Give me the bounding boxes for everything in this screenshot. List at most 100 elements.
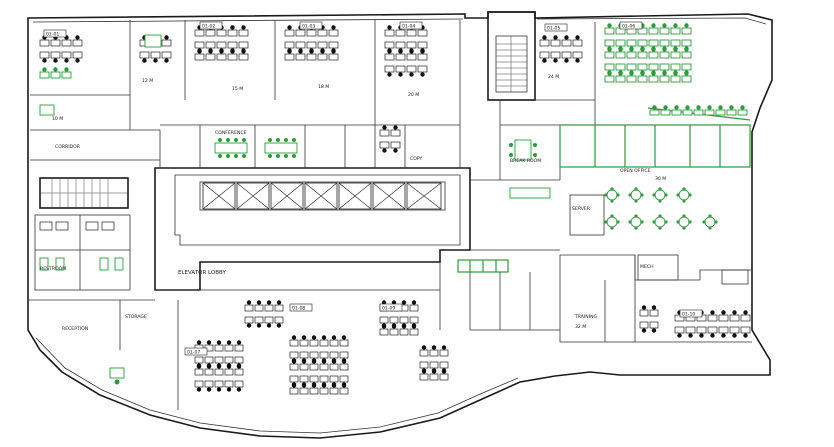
- break-area-tables: [509, 187, 718, 230]
- chair: [321, 383, 327, 388]
- chair: [206, 340, 212, 345]
- desk: [224, 356, 234, 364]
- desk: [379, 141, 390, 149]
- desk: [339, 351, 349, 359]
- chair: [398, 49, 403, 54]
- desk: [615, 63, 626, 71]
- round-table: [654, 189, 666, 201]
- chair: [391, 300, 397, 305]
- chair: [197, 49, 202, 54]
- desk: [659, 39, 670, 47]
- desk: [284, 53, 295, 61]
- chair: [721, 333, 726, 338]
- chair: [331, 383, 337, 388]
- chair: [230, 25, 235, 30]
- chair: [401, 324, 407, 329]
- chair: [628, 220, 632, 224]
- desk: [604, 27, 615, 35]
- chair: [729, 105, 734, 110]
- desk: [649, 321, 659, 329]
- desk: [439, 361, 449, 369]
- chair: [708, 214, 712, 218]
- desk: [205, 29, 216, 37]
- desk: [339, 375, 349, 383]
- desk: [216, 53, 227, 61]
- chair: [291, 383, 297, 388]
- chair: [676, 220, 680, 224]
- desk: [339, 387, 349, 395]
- room-tag-label: 01-06: [622, 24, 635, 30]
- chair: [431, 345, 437, 350]
- desk: [284, 29, 295, 37]
- desk: [572, 51, 583, 59]
- chair: [420, 72, 425, 77]
- chair: [256, 300, 262, 305]
- desk: [572, 39, 583, 47]
- chair: [246, 323, 252, 328]
- chair: [266, 300, 272, 305]
- desk: [204, 380, 214, 388]
- chair: [673, 23, 678, 28]
- chair: [331, 25, 336, 30]
- desk: [682, 109, 693, 116]
- round-table: [606, 189, 618, 201]
- desk: [61, 39, 72, 47]
- room-tag-box: [299, 21, 323, 30]
- chair: [640, 220, 644, 224]
- chair: [409, 72, 414, 77]
- desk: [704, 109, 715, 116]
- chair: [688, 220, 692, 224]
- desk: [429, 361, 439, 369]
- round-table: [606, 216, 618, 228]
- chair: [682, 226, 686, 230]
- chair: [230, 49, 235, 54]
- room-tag-box: [379, 303, 403, 312]
- chair: [409, 49, 414, 54]
- desk: [681, 39, 692, 47]
- chair: [673, 47, 678, 52]
- chair: [629, 47, 634, 52]
- label-training: TRAINING: [574, 314, 598, 320]
- chair: [564, 58, 569, 63]
- round-table: [630, 189, 642, 201]
- chair: [226, 387, 232, 392]
- chair: [42, 67, 47, 72]
- desk: [429, 373, 439, 381]
- chair: [206, 364, 212, 369]
- chair: [610, 214, 614, 218]
- chair: [387, 49, 392, 54]
- chair: [387, 72, 392, 77]
- chair: [640, 71, 645, 76]
- desk: [214, 344, 224, 352]
- desk: [39, 39, 50, 47]
- desk: [284, 41, 295, 49]
- desk: [194, 356, 204, 364]
- chair: [226, 364, 232, 369]
- chair: [610, 199, 614, 203]
- desk: [329, 339, 339, 347]
- chair: [320, 49, 325, 54]
- chair: [740, 105, 745, 110]
- desk: [648, 75, 659, 83]
- chair: [673, 71, 678, 76]
- desk: [737, 109, 748, 116]
- chair: [658, 214, 662, 218]
- chair: [641, 305, 647, 310]
- chair: [575, 58, 580, 63]
- desk: [161, 51, 172, 59]
- desk: [224, 368, 234, 376]
- chair: [236, 340, 242, 345]
- desk: [234, 380, 244, 388]
- chair: [398, 72, 403, 77]
- desk: [674, 326, 685, 334]
- desk: [244, 316, 254, 324]
- chair: [682, 214, 686, 218]
- chair: [311, 359, 317, 364]
- desk: [671, 109, 682, 116]
- desk: [685, 326, 696, 334]
- chair: [331, 49, 336, 54]
- chair: [607, 23, 612, 28]
- chair: [640, 193, 644, 197]
- desk: [729, 326, 740, 334]
- desk: [319, 363, 329, 371]
